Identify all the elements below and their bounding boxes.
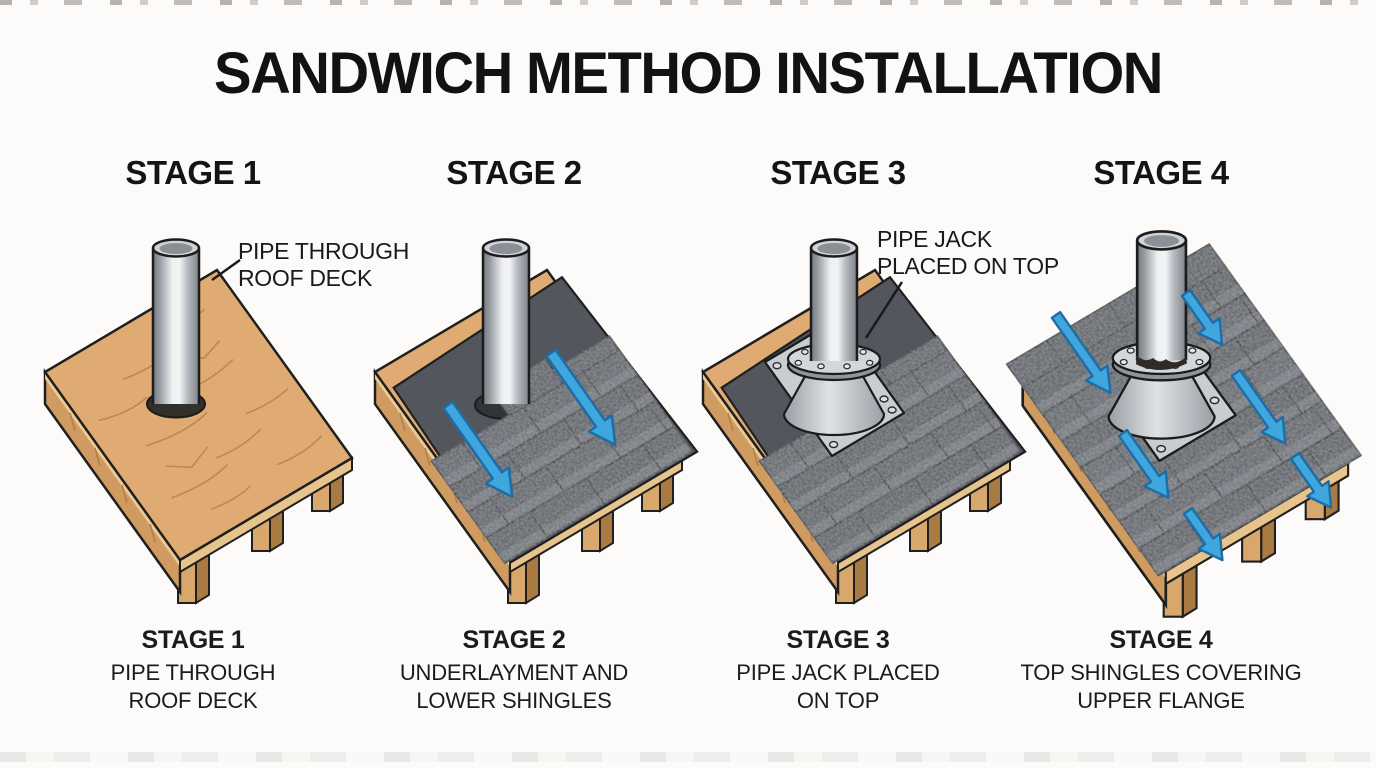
callout-pipe-jack-placed-on-top: PIPE JACK PLACED ON TOP	[877, 226, 1059, 280]
callout-line: PIPE JACK	[877, 226, 992, 252]
stage-2-illustration	[330, 238, 700, 605]
stage-1-header: STAGE 1	[125, 154, 261, 191]
roof-deck	[45, 270, 352, 605]
callout-line: PLACED ON TOP	[877, 253, 1059, 279]
vent-pipe	[151, 238, 201, 404]
caption-line: LOWER SHINGLES	[416, 688, 612, 713]
caption-heading: STAGE 3	[786, 626, 890, 654]
stage-3-header: STAGE 3	[770, 154, 906, 191]
caption-heading: STAGE 2	[462, 626, 566, 654]
stage-1-caption: STAGE 1 PIPE THROUGH ROOF DECK	[17, 626, 369, 715]
flow-arrow	[442, 348, 617, 498]
sealant-ring	[1136, 354, 1187, 370]
leader-line	[211, 258, 241, 282]
caption-heading: STAGE 4	[1109, 626, 1213, 654]
stage-3-illustration	[658, 238, 1028, 605]
caption-line: PIPE JACK PLACED	[736, 660, 940, 685]
page-title: SANDWICH METHOD INSTALLATION	[214, 41, 1163, 106]
caption-heading: STAGE 1	[141, 626, 245, 654]
stage-1-illustration	[0, 238, 370, 605]
lower-shingles	[742, 326, 1020, 563]
flange-bolts	[794, 348, 874, 370]
callout-pipe-through-roof-deck: PIPE THROUGH ROOF DECK	[238, 238, 409, 292]
bottom-edge-artifact	[0, 752, 1376, 762]
vent-pipe	[481, 238, 531, 404]
caption-line: PIPE THROUGH	[110, 660, 276, 685]
callout-line: ROOF DECK	[238, 265, 373, 291]
caption-line: UNDERLAYMENT AND	[399, 660, 629, 685]
stage-4-illustration	[985, 230, 1375, 619]
stage-2-caption: STAGE 2 UNDERLAYMENT AND LOWER SHINGLES	[338, 626, 690, 715]
leader-line	[864, 281, 904, 339]
stage-3-caption: STAGE 3 PIPE JACK PLACED ON TOP	[662, 626, 1014, 715]
stage-4-caption: STAGE 4 TOP SHINGLES COVERING UPPER FLAN…	[985, 626, 1337, 715]
vent-pipe	[809, 238, 859, 361]
stage-2-header: STAGE 2	[446, 154, 582, 191]
callout-line: PIPE THROUGH	[238, 238, 410, 264]
caption-line: TOP SHINGLES COVERING	[1020, 660, 1302, 685]
stage-4-header: STAGE 4	[1093, 154, 1229, 191]
vent-pipe	[1135, 230, 1188, 370]
caption-line: ON TOP	[796, 688, 880, 713]
caption-line: ROOF DECK	[128, 688, 258, 713]
flow-arrow	[1050, 288, 1333, 562]
top-edge-artifact	[0, 0, 1376, 5]
caption-line: UPPER FLANGE	[1077, 688, 1245, 713]
